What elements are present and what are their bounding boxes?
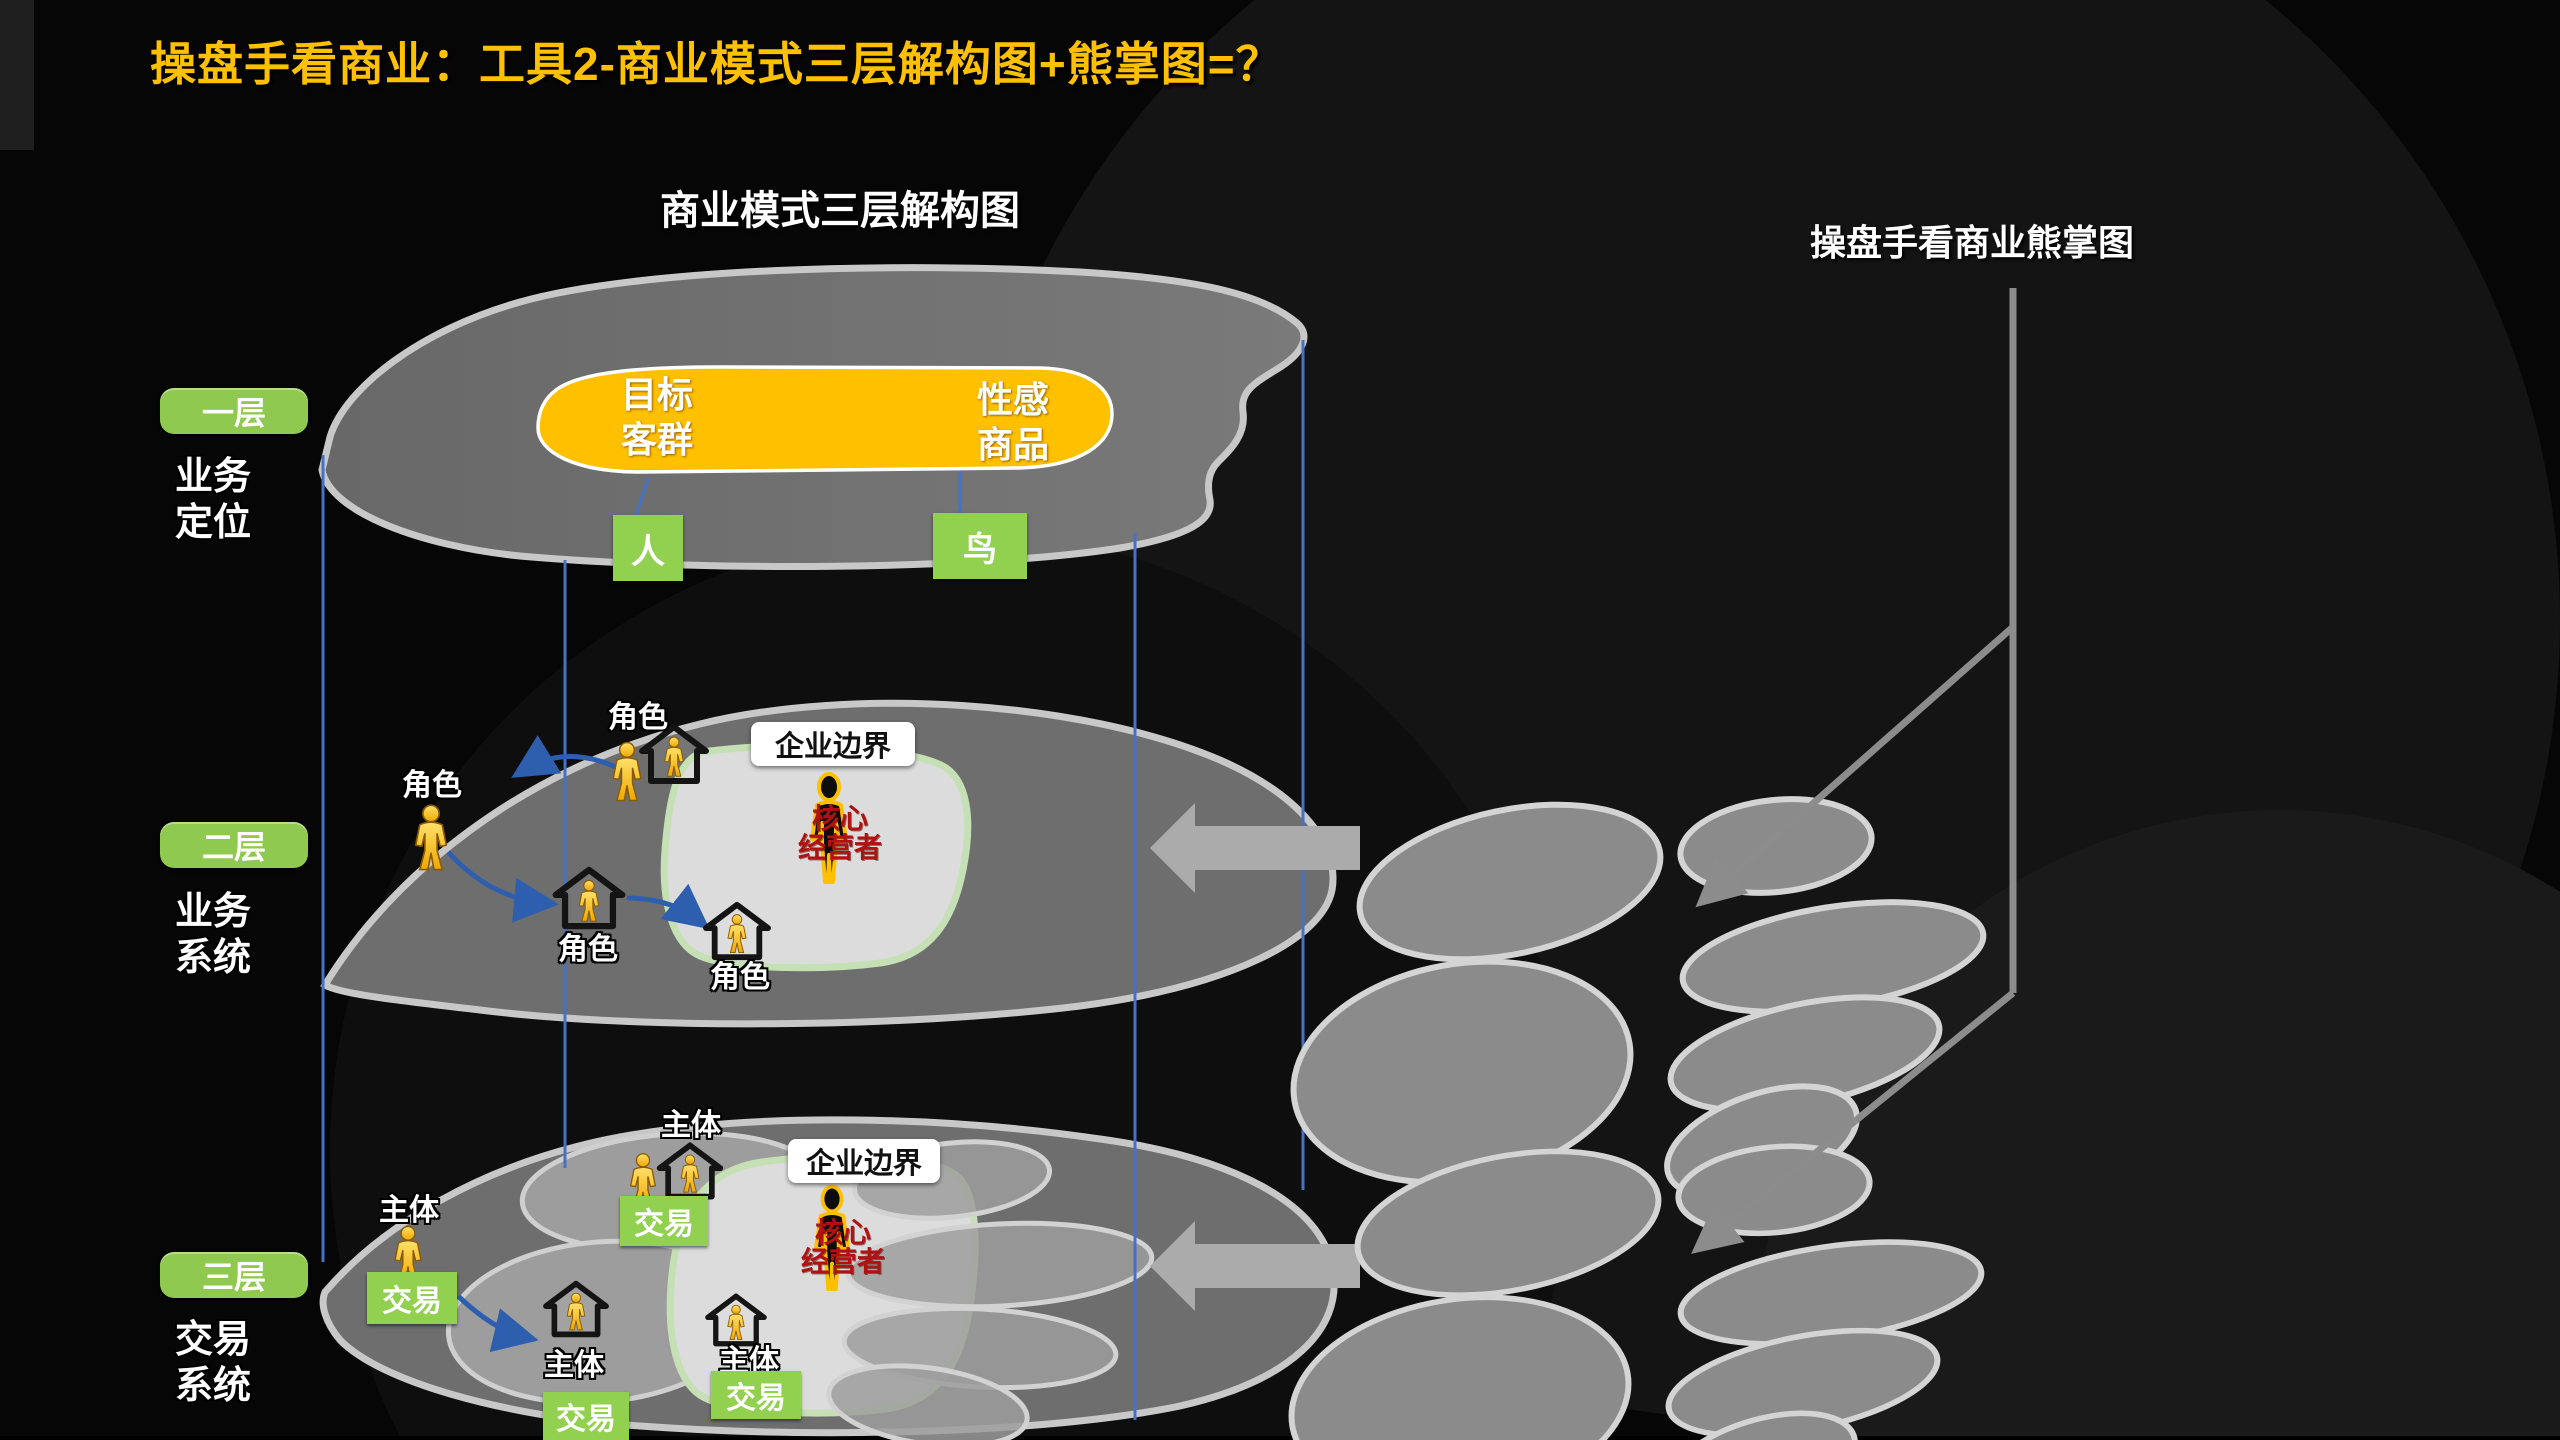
layer1-name-line1: 业务 bbox=[174, 456, 252, 498]
label-connector-lines bbox=[634, 472, 962, 517]
enterprise-boundary-label-layer2: 企业边界 bbox=[751, 722, 915, 766]
sexy-product-line2: 商品 bbox=[976, 424, 1050, 465]
subject-label-left: 主体 bbox=[379, 1194, 439, 1227]
target-customer-line1: 目标 bbox=[620, 374, 694, 415]
layer2-name: 业务 系统 bbox=[175, 890, 251, 981]
core-operator-line2: 经营者 bbox=[797, 832, 883, 864]
transaction-box-right[interactable]: 交易 bbox=[711, 1371, 801, 1419]
subject-label-middle: 主体 bbox=[544, 1349, 604, 1382]
role-label-right: 角色 bbox=[710, 961, 770, 994]
layer2-badge[interactable]: 二层 bbox=[160, 822, 308, 868]
transaction-box-left[interactable]: 交易 bbox=[367, 1272, 457, 1324]
right-diagram-heading: 操盘手看商业熊掌图 bbox=[1809, 222, 2135, 263]
subject-label-top: 主体 bbox=[661, 1109, 721, 1142]
layer3-name-line1: 交易 bbox=[174, 1319, 252, 1361]
role-label-left: 角色 bbox=[402, 769, 462, 802]
sexy-product-line1: 性感 bbox=[976, 379, 1050, 420]
paw-pointer-lines bbox=[1691, 288, 2017, 1254]
core-operator-text-layer2: 核心 经营者 bbox=[798, 804, 882, 863]
transaction-box-middle[interactable]: 交易 bbox=[543, 1392, 629, 1440]
layer2-name-line2: 系统 bbox=[174, 936, 252, 979]
layer3-toe-ellipses bbox=[826, 1139, 1155, 1440]
layer1-badge[interactable]: 一层 bbox=[160, 388, 308, 434]
sexy-product-label: 性感 商品 bbox=[977, 377, 1049, 467]
layer2-flow-arrows bbox=[446, 735, 710, 930]
layer1-name-line2: 定位 bbox=[174, 501, 252, 544]
positioning-shape bbox=[536, 365, 1114, 474]
layer3-flow-arrow bbox=[456, 1294, 539, 1353]
layer3-badge[interactable]: 三层 bbox=[160, 1252, 308, 1298]
core-operator-line1: 核心 bbox=[811, 803, 869, 834]
transaction-box-top[interactable]: 交易 bbox=[620, 1196, 708, 1246]
person-box[interactable]: 人 bbox=[613, 515, 683, 581]
role-label-top: 角色 bbox=[608, 701, 668, 734]
core-operator-line1: 核心 bbox=[814, 1217, 872, 1248]
layer3-name-line2: 系统 bbox=[174, 1364, 252, 1407]
target-customer-label: 目标 客群 bbox=[621, 372, 693, 462]
slide-title: 操盘手看商业：工具2-商业模式三层解构图+熊掌图=？ bbox=[150, 38, 1283, 90]
layer1-name: 业务 定位 bbox=[175, 455, 251, 546]
layer3-input-arrow bbox=[1150, 1221, 1360, 1311]
enterprise-boundary-label-layer3: 企业边界 bbox=[788, 1139, 940, 1183]
core-operator-text-layer3: 核心 经营者 bbox=[801, 1218, 885, 1277]
layer3-name: 交易 系统 bbox=[175, 1318, 251, 1409]
core-operator-line2: 经营者 bbox=[800, 1246, 886, 1278]
layer2-name-line1: 业务 bbox=[174, 891, 252, 933]
bird-box[interactable]: 鸟 bbox=[933, 513, 1027, 579]
target-customer-line2: 客群 bbox=[620, 419, 694, 460]
layer2-input-arrow bbox=[1150, 803, 1360, 893]
role-label-middle: 角色 bbox=[558, 933, 618, 966]
left-diagram-heading: 商业模式三层解构图 bbox=[660, 189, 1020, 233]
